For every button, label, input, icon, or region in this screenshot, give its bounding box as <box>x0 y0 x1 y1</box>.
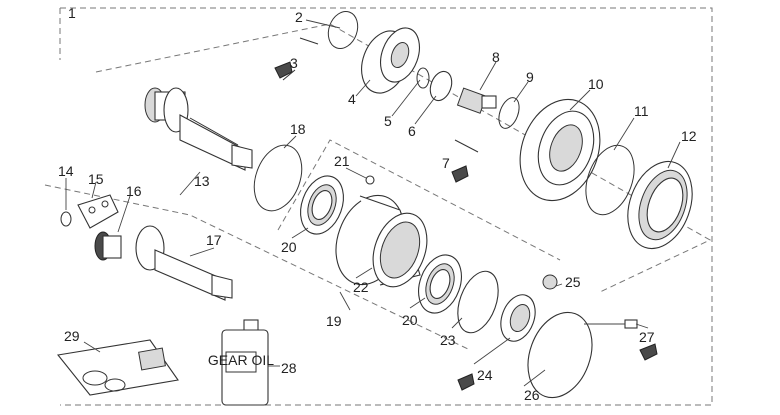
callout-28: 28 <box>281 360 297 376</box>
seal-kit-bag-29 <box>56 339 179 396</box>
callout-13: 13 <box>194 173 210 189</box>
carrier-4 <box>361 27 420 94</box>
group-outline-middle <box>277 139 561 261</box>
callout-24: 24 <box>477 367 493 383</box>
ring-gear-12 <box>627 160 693 250</box>
group-outline-lower <box>44 184 471 351</box>
callout-12: 12 <box>681 128 697 144</box>
gasket-plate <box>77 194 119 229</box>
bolt-7 <box>451 139 479 183</box>
oil-bottle-28: GEAR OIL <box>208 319 274 406</box>
callout-26: 26 <box>524 387 540 403</box>
callout-8: 8 <box>492 49 500 65</box>
o-ring-small <box>60 211 72 227</box>
callout-3: 3 <box>290 55 298 71</box>
callout-2: 2 <box>295 9 303 25</box>
housing-22 <box>335 175 428 288</box>
assembly-frame <box>60 7 713 406</box>
bearing-20-lower <box>418 254 462 314</box>
callout-4: 4 <box>348 91 356 107</box>
bearing-20-upper <box>300 175 344 235</box>
ring-6 <box>429 70 453 102</box>
seal-24 <box>500 294 536 342</box>
o-ring-9 <box>498 97 520 129</box>
callout-9: 9 <box>526 69 534 85</box>
callout-29: 29 <box>64 328 80 344</box>
callout-10: 10 <box>588 76 604 92</box>
ring-5 <box>416 67 430 89</box>
flange-10 <box>519 98 601 202</box>
callout-22: 22 <box>353 279 369 295</box>
callout-21: 21 <box>334 153 350 169</box>
callout-6: 6 <box>408 123 416 139</box>
callout-11: 11 <box>634 103 649 119</box>
callout-18: 18 <box>290 121 306 137</box>
callout-15: 15 <box>88 171 104 187</box>
pinion-8 <box>456 87 497 114</box>
grease-gun-24 <box>457 373 475 391</box>
callout-1: 1 <box>68 5 76 21</box>
lower-shaft <box>94 225 233 301</box>
seal-ring-18 <box>253 144 303 212</box>
callout-20a: 20 <box>281 239 297 255</box>
o-ring-11 <box>585 144 635 216</box>
callout-25: 25 <box>565 274 581 290</box>
callout-27: 27 <box>639 329 655 345</box>
callout-20b: 20 <box>402 312 418 328</box>
oil-bottle-label: GEAR OIL <box>208 352 274 368</box>
o-ring-2 <box>327 11 359 49</box>
callout-labels: 1 2 3 4 5 6 7 8 9 10 11 12 13 14 15 16 1… <box>58 5 697 403</box>
bolt-3 <box>274 37 319 81</box>
leader-lines <box>65 19 681 387</box>
plug-25 <box>542 274 558 290</box>
upper-shaft <box>144 87 253 171</box>
callout-7: 7 <box>442 155 450 171</box>
callout-17: 17 <box>206 232 222 248</box>
callout-16: 16 <box>126 183 142 199</box>
callout-23: 23 <box>440 332 456 348</box>
callout-14: 14 <box>58 163 74 179</box>
callout-19: 19 <box>326 313 342 329</box>
seal-ring-23 <box>457 270 499 334</box>
cover-plate-26 <box>527 311 593 399</box>
callout-5: 5 <box>384 113 392 129</box>
